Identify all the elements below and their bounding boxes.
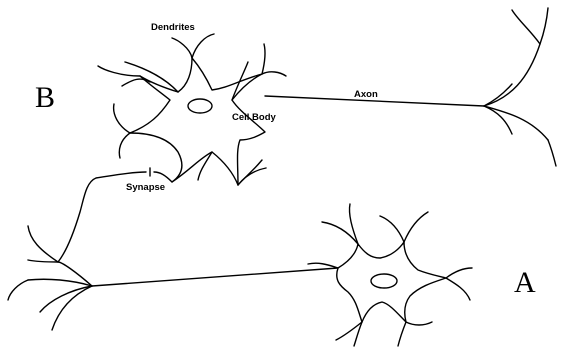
label-axon: Axon [354,89,378,100]
label-neuron-a: A [514,266,536,299]
neuron-a [8,172,472,346]
neuron-b-axon-terminal [484,8,556,166]
neuron-b [98,8,556,185]
neuron-b-dendrites [98,34,286,185]
label-neuron-b: B [35,81,55,114]
label-synapse: Synapse [126,182,165,193]
neuron-a-axon-terminal [8,262,92,330]
label-dendrites: Dendrites [151,22,195,33]
neuron-a-nucleus [371,274,397,288]
synapse-connector [154,172,172,182]
neuron-a-axon [92,268,338,286]
neuron-b-nucleus [188,99,212,113]
neuron-a-cell-body [337,242,446,322]
label-cell-body: Cell Body [232,112,277,123]
